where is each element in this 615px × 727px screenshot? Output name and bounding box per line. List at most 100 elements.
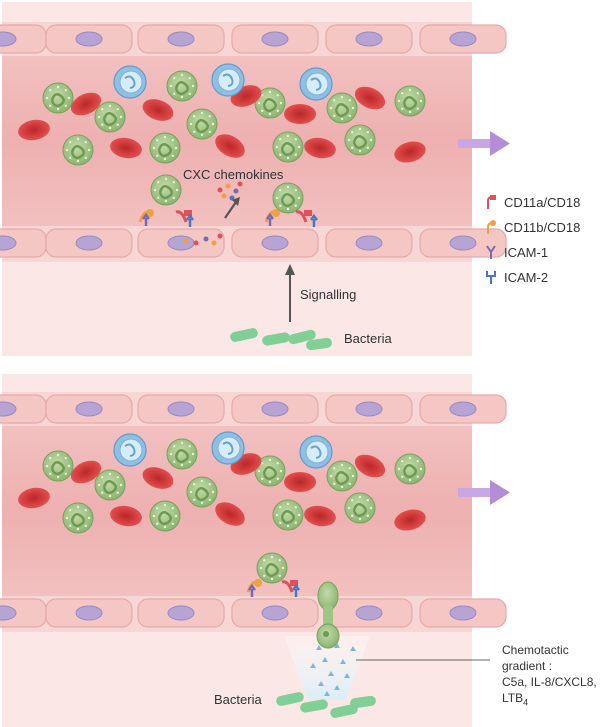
red-blood-cell [70, 460, 102, 484]
neutrophil [344, 492, 376, 524]
neutrophil [42, 82, 74, 114]
cell-nucleus [449, 401, 477, 417]
legend-item-cd11a: CD11a/CD18 [484, 193, 580, 211]
red-blood-cell [70, 92, 102, 116]
adhesion-molecules [138, 209, 318, 227]
neutrophil [149, 132, 181, 164]
legend-label: ICAM-2 [504, 269, 549, 285]
ltb-text: LTB [502, 691, 524, 705]
neutrophil [326, 460, 358, 492]
red-blood-cell [142, 99, 174, 121]
cxc-chemokines-label: CXC chemokines [183, 167, 284, 182]
legend-item-icam1: ICAM-1 [484, 243, 548, 261]
neutrophil [344, 124, 376, 156]
neutrophil [272, 499, 304, 531]
legend-label: CD11b/CD18 [504, 219, 581, 235]
cell-nucleus [261, 235, 289, 251]
gradient-line-ltb: LTB4 [502, 690, 597, 710]
cell-nucleus [355, 401, 383, 417]
cell-nucleus [261, 605, 289, 621]
red-blood-cell [215, 134, 245, 158]
cell-nucleus [0, 31, 17, 47]
endothelium-lower [0, 598, 507, 628]
red-blood-cell [284, 472, 316, 492]
lymphocyte [211, 431, 245, 465]
red-blood-cell [354, 454, 386, 478]
cell-nucleus [75, 401, 103, 417]
cell-nucleus [0, 605, 17, 621]
ltb-subscript: 4 [523, 697, 529, 708]
cell-nucleus [261, 401, 289, 417]
cell-nucleus [449, 605, 477, 621]
bottom-panel [0, 374, 510, 727]
cell-nucleus [75, 605, 103, 621]
cell-nucleus [0, 235, 17, 251]
bacterium [230, 328, 258, 342]
chemokine-arrow [224, 201, 237, 219]
red-blood-cell [394, 509, 426, 531]
cell-nucleus [449, 31, 477, 47]
neutrophil [150, 174, 182, 206]
icam1-icon [486, 245, 496, 259]
neutrophil [254, 87, 286, 119]
lymphocyte [113, 433, 147, 467]
top-panel [0, 2, 510, 356]
neutrophil [94, 469, 126, 501]
cd11a-cd18-icon [487, 195, 496, 209]
neutrophil [42, 450, 74, 482]
red-blood-cell [284, 104, 316, 124]
transmigrating-neutrophil [316, 581, 340, 649]
signalling-arrowhead [285, 264, 295, 275]
cell-nucleus [355, 605, 383, 621]
adhesion-molecules [246, 579, 300, 597]
lymphocyte [299, 67, 333, 101]
bacterium [276, 692, 304, 706]
signalling-label: Signalling [300, 287, 357, 302]
gradient-line: C5a, IL-8/CXCL8, [502, 675, 597, 689]
cell-nucleus [167, 31, 195, 47]
neutrophil [272, 182, 304, 214]
bacteria-group [230, 328, 332, 351]
cell-nucleus [0, 401, 17, 417]
chemotactic-gradient-label: Chemotactic gradient : C5a, IL-8/CXCL8, … [502, 642, 597, 710]
cd11b-cd18-icon [487, 220, 496, 234]
bacteria-group [276, 692, 376, 718]
cell-nucleus [355, 31, 383, 47]
cell-nucleus [167, 235, 195, 251]
cell-nucleus [355, 235, 383, 251]
red-blood-cell [304, 137, 336, 159]
bacterium [330, 704, 358, 718]
red-blood-cell [110, 137, 142, 159]
blood-flow-arrow [458, 480, 510, 505]
neutrophil [149, 500, 181, 532]
red-blood-cell [18, 119, 50, 141]
cell-nucleus [261, 31, 289, 47]
neutrophil [166, 438, 198, 470]
red-blood-cell [18, 487, 50, 509]
cell-nucleus [75, 31, 103, 47]
neutrophil [166, 70, 198, 102]
legend-item-icam2: ICAM-2 [484, 268, 548, 286]
legend-label: ICAM-1 [504, 244, 549, 260]
bacterium [350, 695, 376, 709]
bacterium [300, 699, 328, 713]
neutrophil [394, 453, 426, 485]
legend-label: CD11a/CD18 [504, 194, 581, 210]
lymphocyte [113, 65, 147, 99]
endothelium-upper [0, 24, 507, 54]
neutrophil [256, 552, 288, 584]
bacteria-label-bottom: Bacteria [214, 692, 262, 707]
neutrophil [186, 476, 218, 508]
bacterium [306, 337, 332, 351]
lymphocyte [211, 63, 245, 97]
lymphocyte [299, 435, 333, 469]
icam2-icon [486, 271, 496, 284]
red-blood-cell [394, 141, 426, 163]
red-blood-cell [354, 86, 386, 110]
chemokine-particles [183, 181, 243, 246]
blood-flow-arrow [458, 131, 510, 156]
blood-cells [18, 431, 426, 584]
bacterium [262, 332, 290, 346]
cell-nucleus [167, 401, 195, 417]
